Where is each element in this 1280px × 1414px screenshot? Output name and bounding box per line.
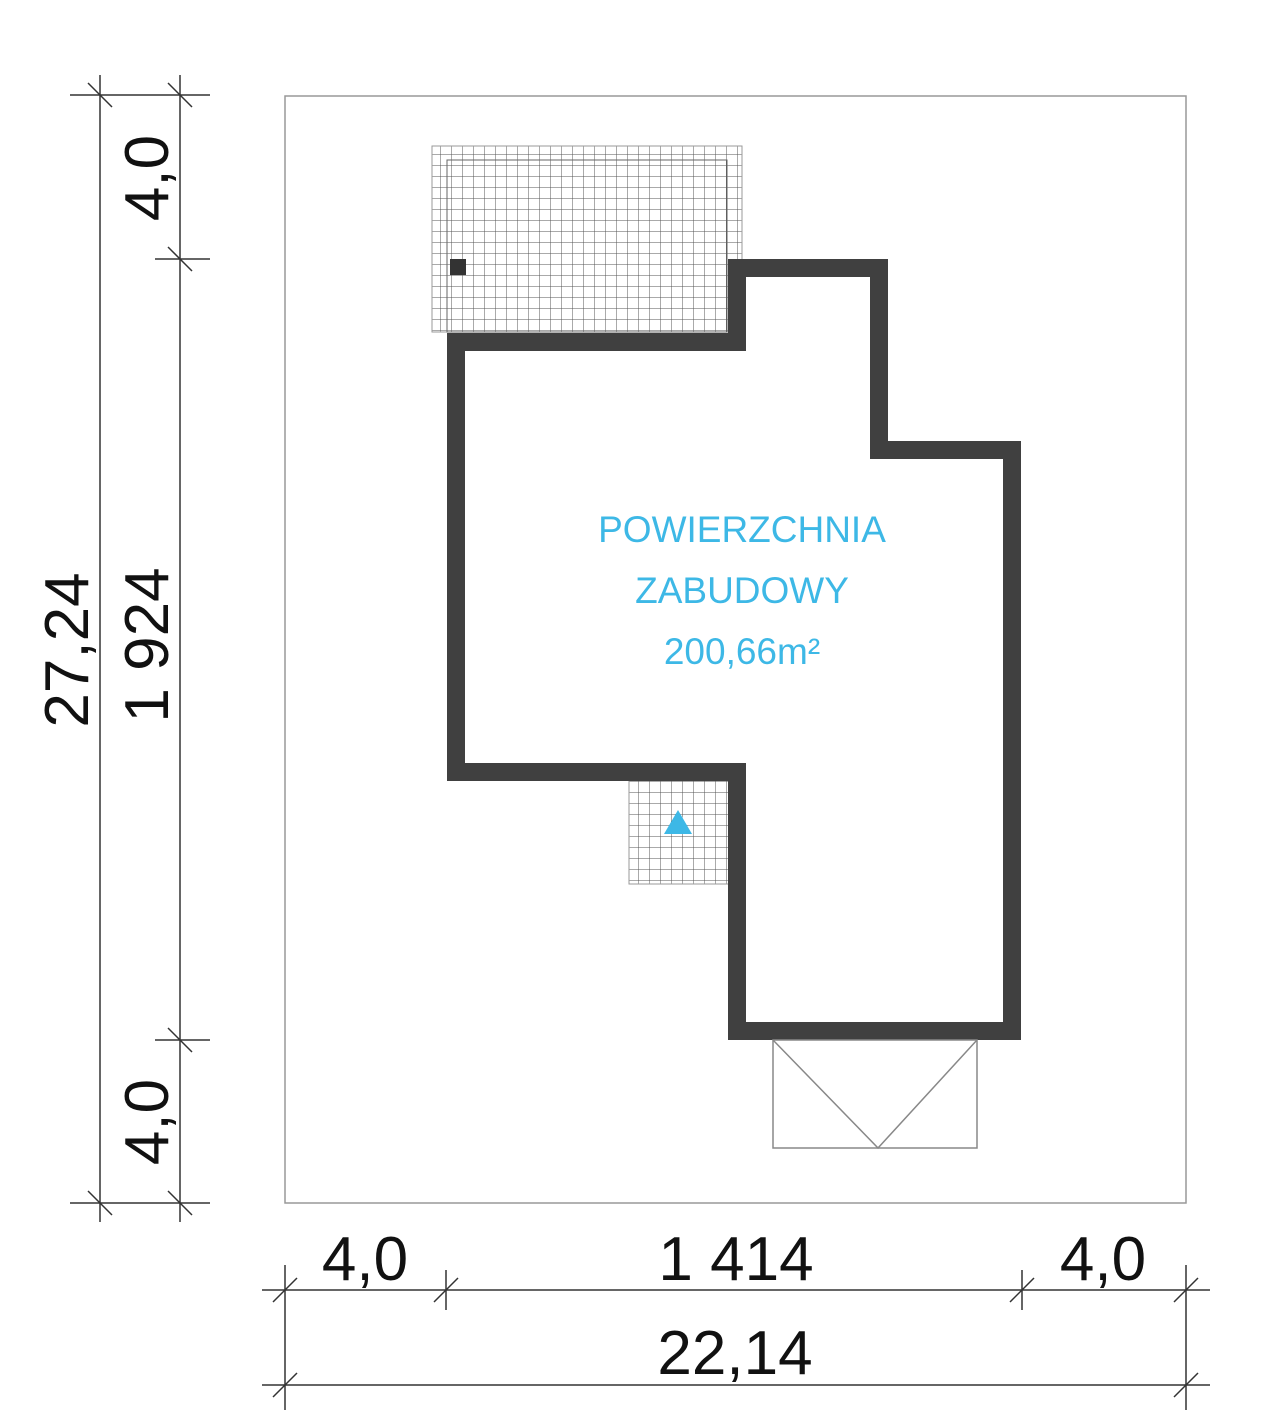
dim-horizontal-total: 22,14 xyxy=(657,1319,812,1388)
carport-outline xyxy=(772,1039,978,1150)
dim-vertical-top-margin: 4,0 xyxy=(113,135,182,221)
plot-boundary xyxy=(284,95,1187,1204)
dim-horizontal-left-margin: 4,0 xyxy=(322,1225,408,1294)
building-outline xyxy=(447,259,1021,1040)
dim-vertical-bottom-margin: 4,0 xyxy=(113,1079,182,1165)
rear-terrace xyxy=(431,145,743,333)
chimney-icon xyxy=(450,259,466,275)
area-label-line2: ZABUDOWY xyxy=(635,570,849,611)
vertical-dimension-lines xyxy=(70,75,210,1222)
entrance-triangle-icon xyxy=(664,810,692,834)
dim-horizontal-building: 1 414 xyxy=(658,1225,813,1294)
area-label-line1: POWIERZCHNIA xyxy=(598,509,886,550)
dim-vertical-building: 1 924 xyxy=(113,567,182,722)
dim-vertical-total: 27,24 xyxy=(33,572,102,727)
horizontal-dimension-lines xyxy=(262,1265,1210,1410)
area-value: 200,66m² xyxy=(664,631,820,672)
dim-horizontal-right-margin: 4,0 xyxy=(1060,1225,1146,1294)
entrance-porch xyxy=(628,779,730,885)
